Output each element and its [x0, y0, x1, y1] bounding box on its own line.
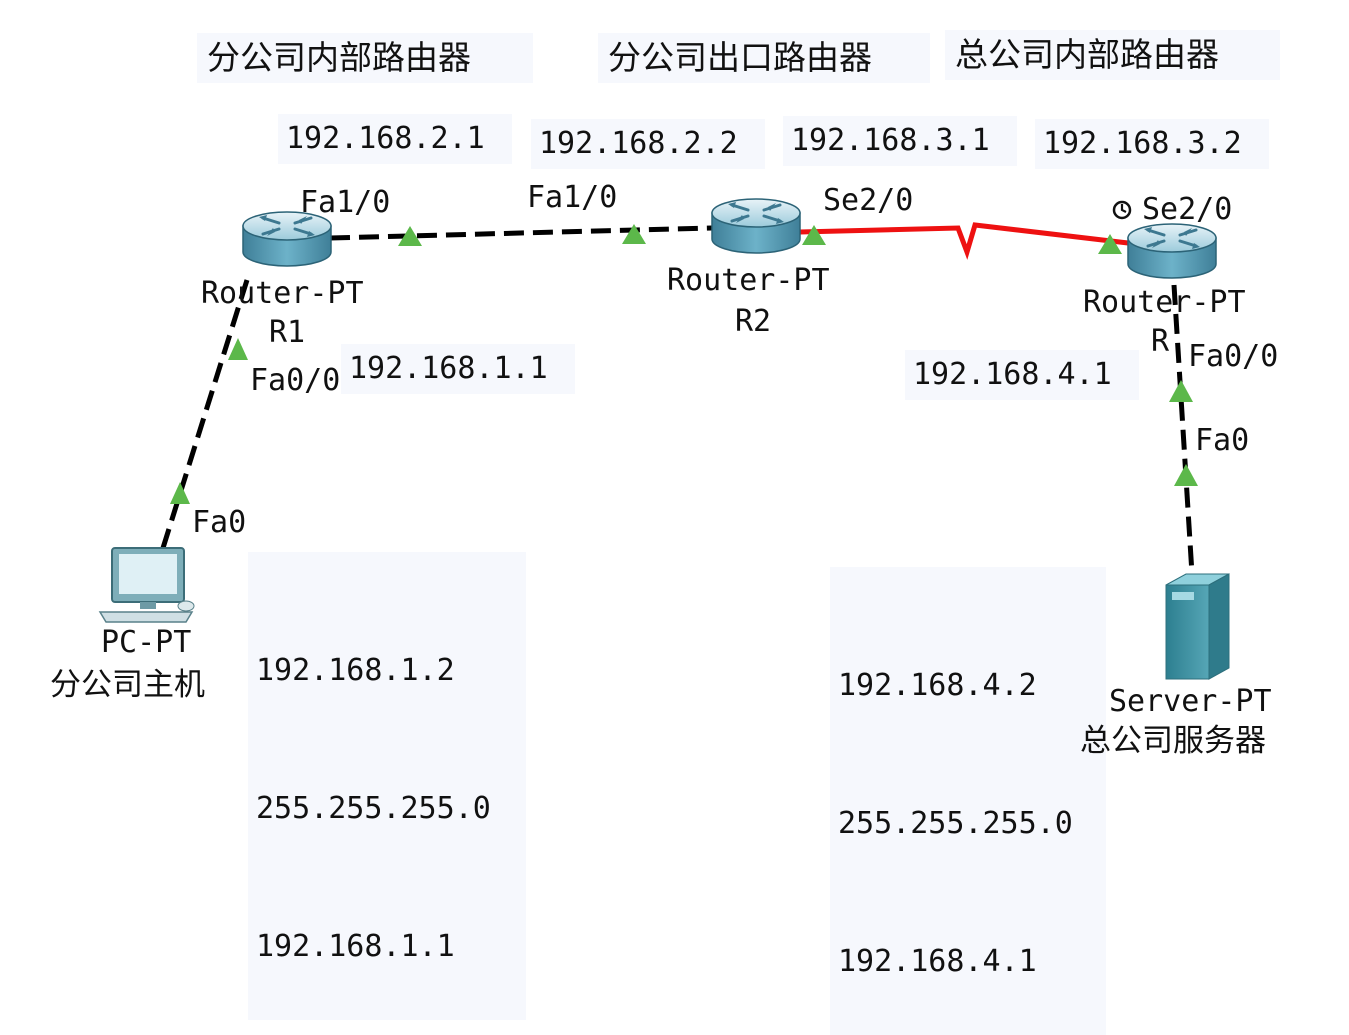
device-name-pc: 分公司主机 — [50, 667, 205, 703]
port-label-server-fa0: Fa0 — [1195, 423, 1250, 458]
ip-note-r3-fa0-0: 192.168.4.1 — [905, 350, 1139, 400]
clock-icon — [1112, 200, 1132, 220]
pc-gateway: 192.168.1.1 — [256, 929, 455, 964]
device-name-r3: R — [1151, 324, 1170, 359]
ip-note-r1-fa0-0: 192.168.1.1 — [341, 344, 575, 394]
link-r1-r2[interactable] — [329, 225, 713, 241]
link-up-indicator — [170, 482, 190, 504]
port-label-r3-fa0-0: Fa0/0 — [1188, 339, 1279, 374]
link-up-indicator — [622, 224, 646, 244]
device-type-r3: Router-PT — [1083, 285, 1246, 320]
router-icon[interactable] — [710, 197, 802, 255]
device-type-server: Server-PT — [1109, 684, 1272, 719]
device-type-r2: Router-PT — [667, 263, 830, 298]
link-up-indicator — [1174, 464, 1198, 486]
port-label-r2-se2-0: Se2/0 — [823, 183, 914, 218]
server-gateway: 192.168.4.1 — [838, 944, 1037, 979]
link-up-indicator — [228, 338, 248, 360]
server-mask: 255.255.255.0 — [838, 806, 1073, 841]
router-icon[interactable] — [1126, 222, 1218, 280]
link-r3-server[interactable] — [1171, 284, 1195, 575]
ip-note-r2-fa1-0: 192.168.2.2 — [531, 119, 765, 169]
topology-canvas — [98, 197, 1230, 680]
title-branch-internal-router: 分公司内部路由器 — [197, 33, 533, 83]
link-r2-r3-serial[interactable] — [799, 222, 1129, 260]
router-icon[interactable] — [241, 210, 333, 268]
server-config-note: 192.168.4.2 255.255.255.0 192.168.4.1 — [830, 567, 1106, 1035]
link-up-indicator — [802, 225, 826, 245]
pc-icon[interactable] — [98, 547, 195, 623]
server-ip: 192.168.4.2 — [838, 668, 1037, 703]
device-type-r1: Router-PT — [201, 276, 364, 311]
pc-mask: 255.255.255.0 — [256, 791, 491, 826]
title-hq-internal-router: 总公司内部路由器 — [945, 30, 1280, 80]
link-up-indicator — [1169, 380, 1193, 402]
ip-note-r3-se2-0: 192.168.3.2 — [1035, 119, 1269, 169]
link-up-indicator — [1098, 234, 1122, 254]
device-name-r1: R1 — [269, 315, 306, 350]
pc-config-note: 192.168.1.2 255.255.255.0 192.168.1.1 — [248, 552, 526, 1020]
port-label-pc-fa0: Fa0 — [192, 505, 247, 540]
port-label-r3-se2-0: Se2/0 — [1142, 192, 1233, 227]
port-label-r1-fa1-0: Fa1/0 — [300, 185, 391, 220]
pc-ip: 192.168.1.2 — [256, 653, 455, 688]
device-type-pc: PC-PT — [101, 625, 192, 660]
device-name-r2: R2 — [735, 304, 772, 339]
device-name-server: 总公司服务器 — [1080, 723, 1266, 759]
ip-note-r1-fa1-0: 192.168.2.1 — [278, 114, 512, 164]
ip-note-r2-se2-0: 192.168.3.1 — [783, 116, 1017, 166]
port-label-r1-fa0-0: Fa0/0 — [250, 363, 341, 398]
title-branch-exit-router: 分公司出口路由器 — [598, 33, 930, 83]
link-up-indicator — [398, 226, 422, 246]
server-icon[interactable] — [1165, 573, 1230, 680]
port-label-r2-fa1-0: Fa1/0 — [527, 180, 618, 215]
